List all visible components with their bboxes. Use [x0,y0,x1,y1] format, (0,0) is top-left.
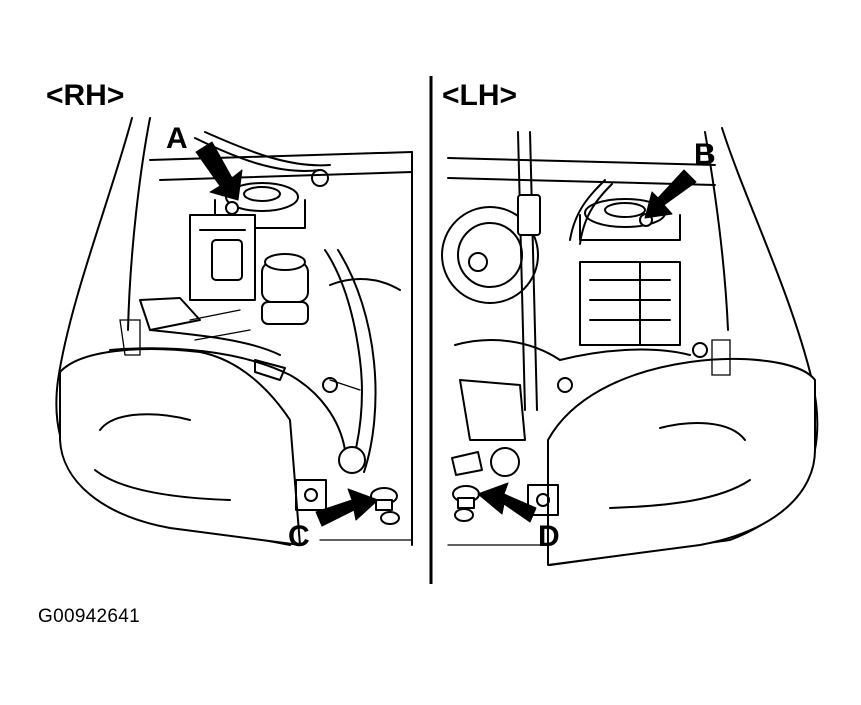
callout-d-label: D [538,520,560,553]
arrow-d [477,482,537,523]
arrow-a [195,141,243,201]
callout-c-label: C [288,520,310,553]
lh-engine-bay-drawing [441,127,819,566]
callout-b-label: B [694,138,716,171]
arrow-c [315,488,379,527]
callout-a-label: A [166,122,188,155]
rh-panel-label: <RH> [46,79,124,112]
rh-engine-bay-drawing [55,117,413,546]
arrow-b [644,169,697,219]
figure-code: G00942641 [38,606,141,627]
lh-panel-label: <LH> [442,79,517,112]
